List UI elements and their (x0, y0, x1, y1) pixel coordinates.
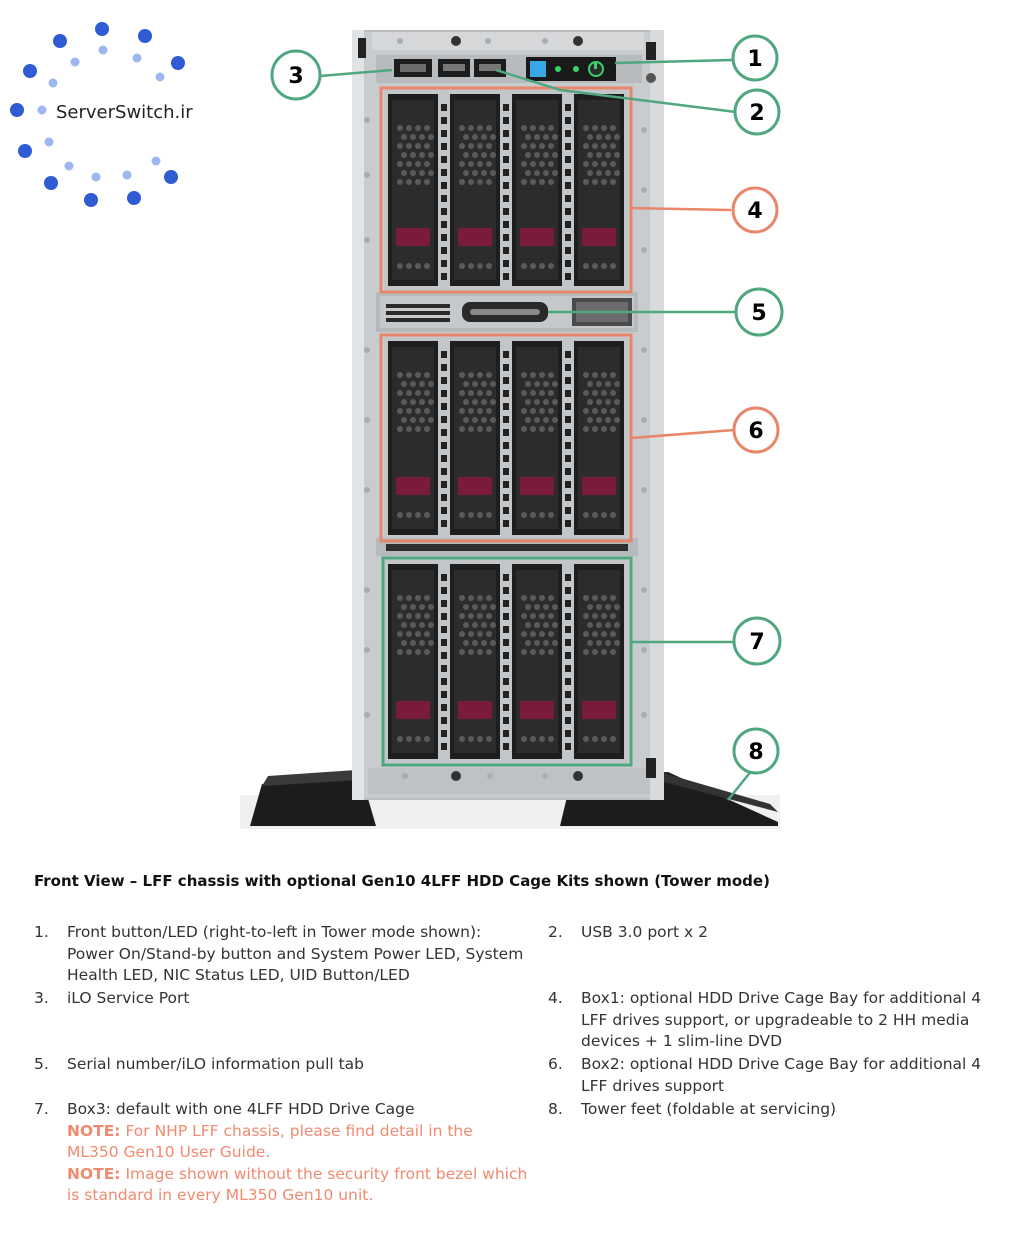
drive-bay (512, 94, 571, 286)
drive-cage-box2 (384, 337, 628, 539)
callout-6: 6 (732, 406, 780, 454)
drive-bay (512, 341, 571, 535)
svg-text:1: 1 (747, 47, 762, 72)
box3-highlight (381, 556, 633, 767)
drive-bay (388, 564, 447, 759)
drive-bay (388, 341, 447, 535)
svg-text:2: 2 (749, 101, 764, 126)
drive-bay (512, 564, 571, 759)
drive-bay (450, 94, 509, 286)
svg-text:7: 7 (749, 630, 764, 655)
drive-bay (450, 341, 509, 535)
drive-cage-box1 (384, 90, 628, 290)
svg-text:6: 6 (748, 419, 763, 444)
callout-8: 8 (732, 727, 780, 775)
logo-dots-icon (10, 22, 185, 207)
drive-bay (574, 94, 624, 286)
svg-text:4: 4 (747, 199, 762, 224)
box1-highlight (379, 86, 633, 294)
drive-bay (574, 341, 624, 535)
drive-bay (388, 94, 447, 286)
callout-5: 5 (734, 287, 784, 337)
logo-text: ServerSwitch.ir (56, 102, 193, 123)
note-1: NOTE: For NHP LFF chassis, please find d… (67, 1121, 473, 1162)
callout-4: 4 (731, 186, 779, 234)
note-2: NOTE: Image shown without the security f… (67, 1164, 528, 1205)
svg-text:8: 8 (748, 740, 763, 765)
drive-bay (450, 564, 509, 759)
callout-7: 7 (732, 616, 782, 666)
svg-text:3: 3 (288, 64, 303, 89)
server-front-view-figure: 3 1 2 4 5 6 7 8 (240, 30, 784, 829)
svg-text:5: 5 (751, 301, 766, 326)
callout-3: 3 (270, 49, 322, 101)
drive-bay (574, 564, 624, 759)
front-io-panel (376, 55, 642, 83)
figure-caption: Front View – LFF chassis with optional G… (34, 872, 770, 890)
drive-cage-box3 (384, 560, 628, 763)
callout-1: 1 (731, 34, 779, 82)
callout-2: 2 (733, 88, 781, 136)
